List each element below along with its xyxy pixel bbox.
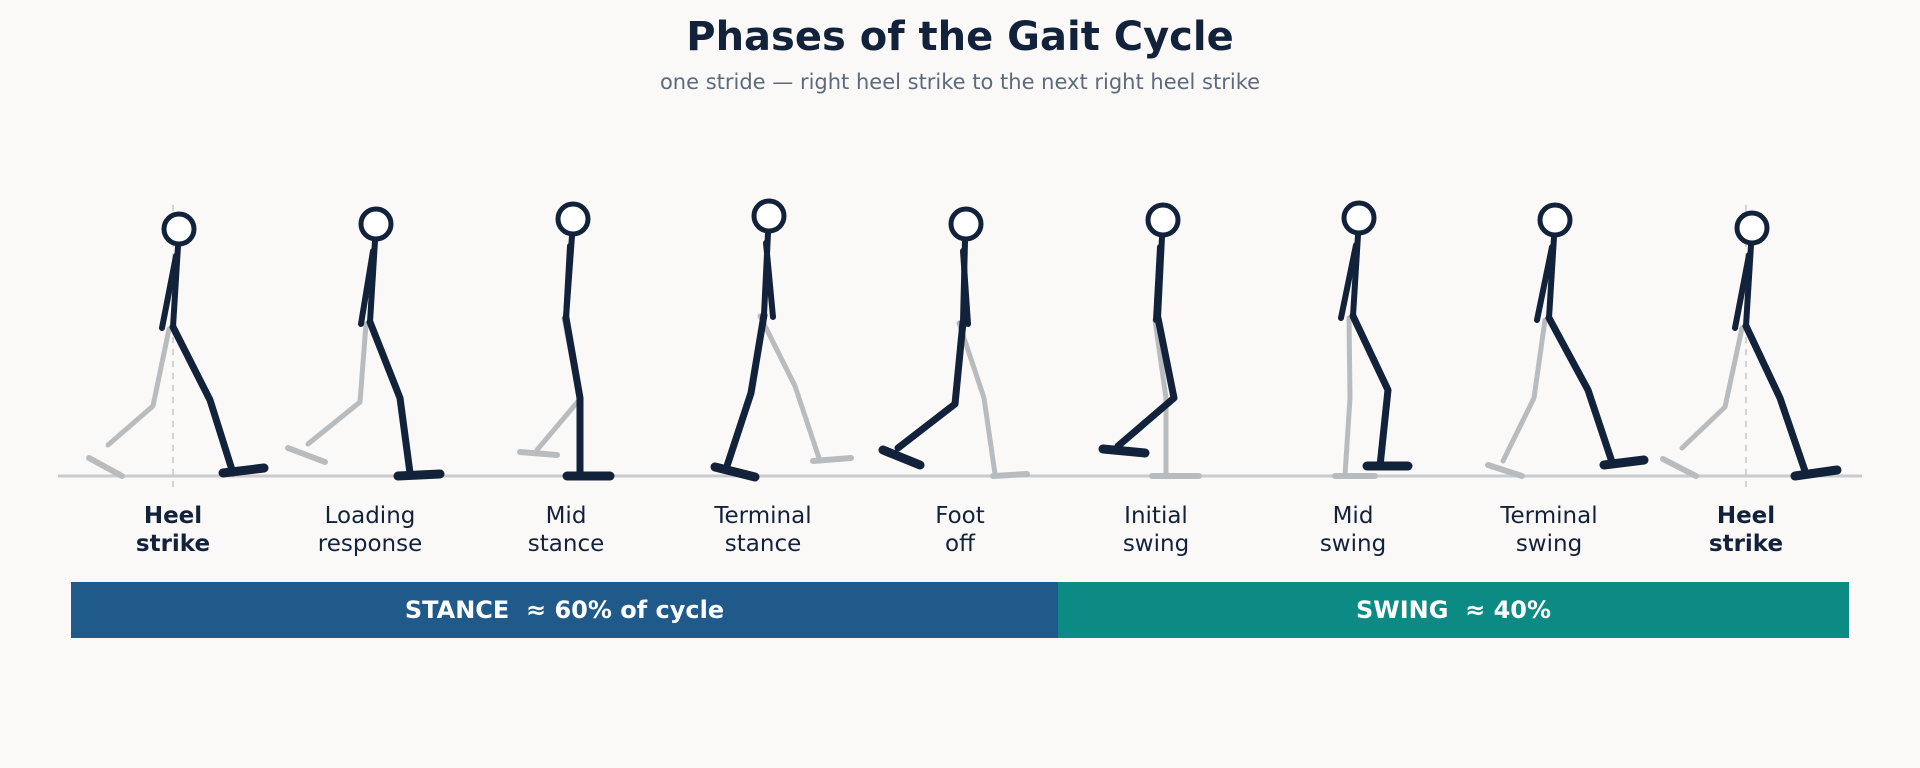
arm <box>1153 244 1163 323</box>
back-leg <box>305 321 369 447</box>
phase-label-line2: stance <box>724 531 802 557</box>
stick-figure <box>1485 202 1649 479</box>
front-leg <box>894 318 967 452</box>
back-leg <box>1500 317 1548 464</box>
back-foot <box>1485 462 1525 479</box>
front-leg <box>723 311 768 470</box>
phase-label-line2: stance <box>527 531 605 557</box>
back-leg <box>1342 315 1353 478</box>
front-leg <box>1114 314 1178 450</box>
phase-label-line2: swing <box>1515 531 1583 557</box>
phase-label-line1: Mid <box>1332 503 1374 529</box>
phase-label-line1: Initial <box>1124 503 1188 529</box>
head <box>948 206 984 242</box>
back-leg <box>757 313 822 461</box>
head <box>1537 202 1573 238</box>
arm <box>159 253 179 331</box>
phase-label-line1: Terminal <box>1500 503 1598 529</box>
back-leg <box>534 315 583 453</box>
arm <box>960 248 971 327</box>
front-leg <box>1349 312 1392 470</box>
stick-figure <box>878 206 1030 479</box>
diagram-title: Phases of the Gait Cycle <box>686 14 1234 60</box>
phase-label-line1: Mid <box>545 503 587 529</box>
swing-bar: SWING ≈ 40% <box>1058 582 1849 638</box>
back-foot <box>517 449 560 458</box>
stick-figure <box>86 211 269 479</box>
arm <box>1534 244 1555 323</box>
front-foot <box>1098 444 1150 458</box>
head <box>751 198 787 234</box>
front-foot <box>1599 455 1649 470</box>
head <box>1341 200 1377 236</box>
arm <box>563 243 573 321</box>
phase-label-line2: strike <box>1708 531 1784 557</box>
back-foot <box>1660 456 1699 479</box>
back-leg <box>1679 325 1745 451</box>
phase-label-line1: Heel <box>1716 503 1776 529</box>
back-foot <box>810 455 854 464</box>
front-foot <box>218 463 269 478</box>
back-leg <box>956 320 998 477</box>
stance-bar: STANCE ≈ 60% of cycle <box>71 582 1058 638</box>
head <box>555 201 591 237</box>
front-leg <box>562 314 584 479</box>
back-leg <box>1152 317 1169 476</box>
phase-label-line1: Terminal <box>714 503 812 529</box>
diagram-subtitle: one stride — right heel strike to the ne… <box>659 70 1261 94</box>
arm <box>358 248 376 327</box>
front-leg <box>169 323 237 477</box>
back-foot <box>285 445 328 465</box>
arm <box>1732 252 1752 331</box>
stick-figure <box>710 198 854 482</box>
phase-label-line2: off <box>945 531 975 557</box>
stick-figure <box>285 206 445 481</box>
phase-label-line2: swing <box>1319 531 1387 557</box>
phase-label-line1: Loading <box>324 503 416 529</box>
front-foot <box>710 462 760 482</box>
back-foot <box>990 471 1030 479</box>
front-leg <box>1742 322 1810 478</box>
front-leg <box>366 318 414 477</box>
arm <box>1338 242 1359 321</box>
arm <box>763 240 776 320</box>
phase-label-line1: Heel <box>143 503 203 529</box>
front-leg <box>1545 314 1616 466</box>
phase-label-line1: Foot <box>935 503 985 529</box>
stick-figure <box>1098 202 1202 479</box>
front-foot <box>878 445 925 470</box>
back-leg <box>105 326 172 448</box>
phase-label-line2: response <box>317 531 423 557</box>
stick-figure <box>1660 210 1842 481</box>
back-foot <box>86 455 125 479</box>
front-foot <box>1790 465 1842 481</box>
head <box>1145 202 1181 238</box>
head <box>358 206 394 242</box>
head <box>161 211 197 247</box>
phase-label-line2: strike <box>135 531 211 557</box>
front-foot <box>393 469 445 481</box>
stick-figure <box>1332 200 1413 479</box>
head <box>1734 210 1770 246</box>
phase-label-line2: swing <box>1122 531 1190 557</box>
stick-figure <box>517 201 615 481</box>
